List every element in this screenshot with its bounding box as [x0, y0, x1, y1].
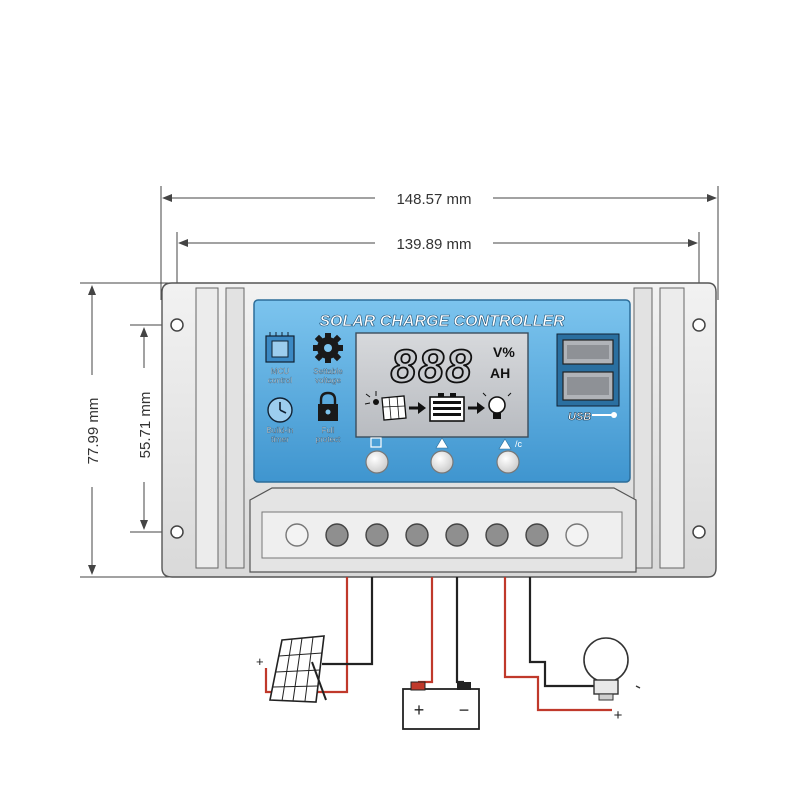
- down-button[interactable]: /c: [496, 438, 523, 474]
- load-wire-positive: [503, 577, 612, 712]
- lcd-arrow-right-icon: [409, 402, 426, 414]
- terminal-screw-1: [285, 523, 309, 547]
- lock-icon: [318, 391, 338, 421]
- hole-spacing-width-label: 139.89 mm: [396, 236, 471, 253]
- usb-ports: USB: [556, 333, 620, 423]
- terminal-screw-5: [445, 523, 469, 547]
- overall-height-label: 77.99 mm: [85, 398, 102, 465]
- mounting-hole-bottom-left: [170, 525, 184, 539]
- battery-wire-positive: [418, 577, 434, 684]
- terminal-block: [285, 523, 589, 547]
- lcd-units-top: V%: [493, 344, 515, 360]
- mounting-hole-top-left: [170, 318, 184, 332]
- solar-wire-negative: [322, 577, 374, 666]
- usb-label: USB: [568, 411, 591, 423]
- terminal-screw-2: [325, 523, 349, 547]
- feature-protect-label-2: protect: [316, 435, 341, 444]
- lcd-display: 888 V% AH: [355, 332, 529, 438]
- bulb-icon: +: [583, 637, 641, 724]
- battery-plus: +: [414, 700, 425, 720]
- dimension-overall-height: 77.99 mm: [80, 282, 172, 578]
- terminal-screw-6: [485, 523, 509, 547]
- lcd-solar-icon: [364, 391, 407, 421]
- solar-panel: +: [256, 635, 327, 703]
- up-button[interactable]: [430, 437, 454, 474]
- feature-mcu-label-1: MCU: [271, 367, 289, 376]
- dimension-hole-spacing-height: 55.71 mm: [130, 324, 168, 533]
- feature-mcu-control: MCU control: [265, 332, 295, 385]
- load-wire-negative: [528, 577, 594, 688]
- battery-minus: −: [459, 700, 470, 720]
- battery-icon: + −: [402, 681, 480, 730]
- feature-timer-label-2: timer: [271, 435, 289, 444]
- usb-icon: USB: [568, 411, 617, 423]
- feature-mcu-label-2: control: [268, 376, 292, 385]
- front-panel: SOLAR CHARGE CONTROLLER MCU control: [253, 299, 631, 483]
- terminal-screw-8: [565, 523, 589, 547]
- terminal-screw-3: [365, 523, 389, 547]
- feature-protect-label-1: Full: [322, 426, 335, 435]
- down-button-glyph: /c: [515, 439, 523, 449]
- hole-spacing-height-label: 55.71 mm: [137, 392, 154, 459]
- load-plus: +: [614, 707, 623, 724]
- feature-timer-label-1: Build-in: [267, 426, 294, 435]
- lcd-battery-icon: [429, 393, 465, 422]
- dimension-overall-width: 148.57 mm: [160, 186, 719, 300]
- solar-panel-plus: +: [256, 654, 264, 669]
- lcd-digits: 888: [391, 340, 474, 392]
- gear-icon: [313, 333, 343, 363]
- terminal-screw-4: [405, 523, 429, 547]
- feature-settable-label-1: Settable: [313, 367, 343, 376]
- battery-wire-negative: [455, 577, 464, 684]
- panel-title: SOLAR CHARGE CONTROLLER: [319, 313, 565, 330]
- feature-settable-label-2: voltage: [315, 376, 341, 385]
- chip-icon: [265, 332, 295, 363]
- overall-width-label: 148.57 mm: [396, 191, 471, 208]
- terminal-screw-7: [525, 523, 549, 547]
- mounting-hole-bottom-right: [692, 525, 706, 539]
- lcd-arrow-right-icon-2: [468, 402, 485, 414]
- mounting-hole-top-right: [692, 318, 706, 332]
- clock-icon: [267, 397, 293, 423]
- lcd-bulb-icon: [482, 392, 512, 419]
- lcd-units-bottom: AH: [490, 365, 510, 381]
- feature-build-in-timer: Build-in timer: [267, 397, 294, 444]
- feature-settable-voltage: Settable voltage: [313, 333, 343, 385]
- menu-button[interactable]: [365, 437, 389, 474]
- dimension-hole-spacing-width: 139.89 mm: [176, 232, 700, 312]
- feature-full-protect: Full protect: [316, 391, 341, 444]
